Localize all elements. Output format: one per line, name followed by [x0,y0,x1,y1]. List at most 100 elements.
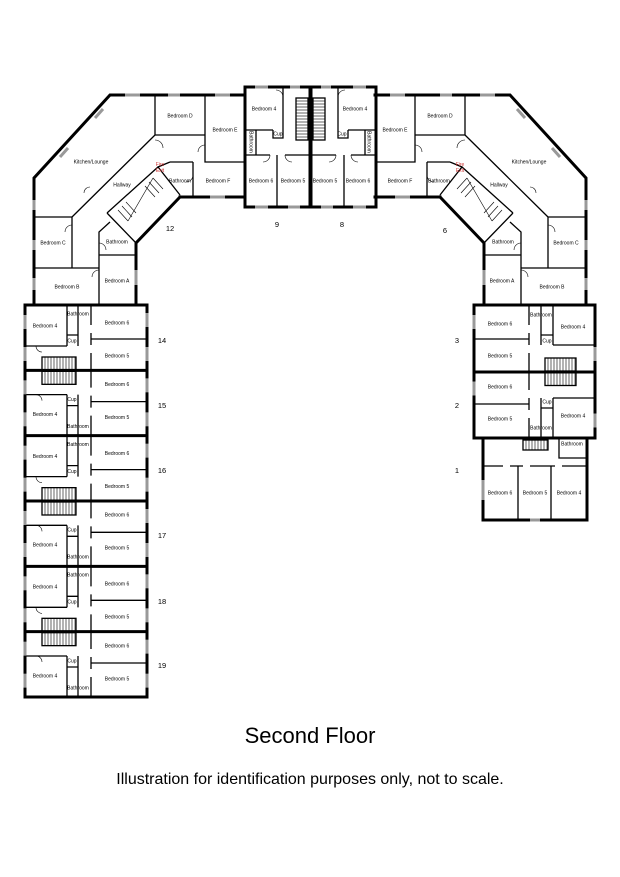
room-label: Bedroom 6 [105,513,130,519]
room-label: Bathroom [106,239,128,245]
unit-number: 8 [340,220,344,229]
room-label: Bedroom F [206,178,231,184]
room-label: Bathroom [67,685,89,691]
room-label: Cup [337,131,346,137]
unit-number: 9 [275,220,279,229]
unit-number-labels: 12 9 8 6 14 15 16 17 18 19 3 2 1 [158,220,459,670]
fire-exit-label: Fire [456,162,465,168]
door [35,655,43,663]
room-label: Bathroom [169,178,191,184]
staircase [41,487,77,502]
room-label: Cup [542,399,551,405]
wall [25,501,147,567]
room-label: Bathroom [67,573,89,579]
room-label: Bedroom 6 [105,382,130,388]
unit-number: 2 [455,401,459,410]
room-label: Cup [67,338,76,344]
unit-number: 3 [455,336,459,345]
unit-number: 6 [443,226,447,235]
room-label: Bedroom 6 [105,451,130,457]
room-label: Bedroom 4 [33,454,58,460]
unit-number: 17 [158,531,166,540]
room-label: Bedroom 5 [281,178,306,184]
unit-number: 1 [455,466,459,475]
room-label: Bedroom A [490,278,515,284]
room-label: Cup [67,397,76,403]
unit-number: 18 [158,597,166,606]
wall [474,305,595,371]
room-label: Bedroom 4 [561,324,586,330]
fire-exit-label: Fire [156,162,165,168]
room-label: Bathroom [248,131,254,153]
room-label: Bedroom D [427,113,453,119]
wall [25,631,147,697]
page-title: Second Floor [244,723,376,748]
room-label: Hallway [490,182,508,188]
staircase [41,370,77,385]
room-label: Bedroom 4 [557,490,582,496]
wall [25,435,147,501]
room-label: Bedroom D [167,113,193,119]
room-label: Bedroom F [388,178,413,184]
room-label: Bedroom 5 [105,415,130,421]
room-label: Bathroom [530,425,552,431]
room-label: Bedroom 4 [561,413,586,419]
staircase [41,501,77,516]
unit-number: 12 [166,224,174,233]
room-label: Bedroom A [105,278,130,284]
room-label: Bathroom [67,424,89,430]
unit-number: 14 [158,336,166,345]
room-label: Bedroom 4 [33,323,58,329]
unit-number: 15 [158,401,166,410]
staircase [41,632,77,647]
wall [25,566,147,632]
room-label: Bedroom B [54,284,80,290]
room-label: Bedroom E [382,127,408,133]
room-label: Bedroom 6 [346,178,371,184]
room-label: Bedroom 5 [105,484,130,490]
room-label: Bathroom [67,442,89,448]
room-label: Cup [67,600,76,606]
room-label: Bedroom 5 [488,416,513,422]
column-walls [23,303,597,699]
door [35,345,43,353]
room-label: Cup [67,658,76,664]
room-label: Bedroom 4 [33,412,58,418]
room-label: Cup [542,338,551,344]
door [35,525,43,532]
room-label: Bedroom 6 [249,178,274,184]
room-label: Bedroom 4 [33,543,58,549]
disclaimer-text: Illustration for identification purposes… [116,771,504,788]
unit-number: 19 [158,661,166,670]
door [35,607,43,614]
fire-exit-label: Exit [456,168,465,174]
room-label: Cup [273,131,282,137]
room-label: Bedroom C [40,240,66,246]
wall [25,370,147,436]
unit-number: 16 [158,466,166,475]
staircase [522,439,549,451]
room-label: Bedroom 4 [252,106,277,112]
wall [483,438,587,520]
room-label: Bedroom B [539,284,565,290]
door [35,394,43,401]
staircase [41,617,77,632]
room-label: Bedroom 6 [105,643,130,649]
wall [474,372,595,438]
room-label: Bedroom 4 [33,585,58,591]
room-label: Bedroom 5 [105,546,130,552]
room-label: Cup [67,528,76,534]
room-label: Bedroom 6 [488,490,513,496]
room-label: Bedroom 6 [488,384,513,390]
room-label: Cup [67,469,76,475]
room-label: Bedroom 5 [488,353,513,359]
room-label: Hallway [113,182,131,188]
staircase [41,356,77,371]
room-label: Kitchen/Lounge [74,159,109,165]
room-label: Bedroom 5 [105,676,130,682]
staircase [544,371,577,387]
room-label: Bedroom 6 [105,582,130,588]
room-label: Bedroom C [553,240,579,246]
